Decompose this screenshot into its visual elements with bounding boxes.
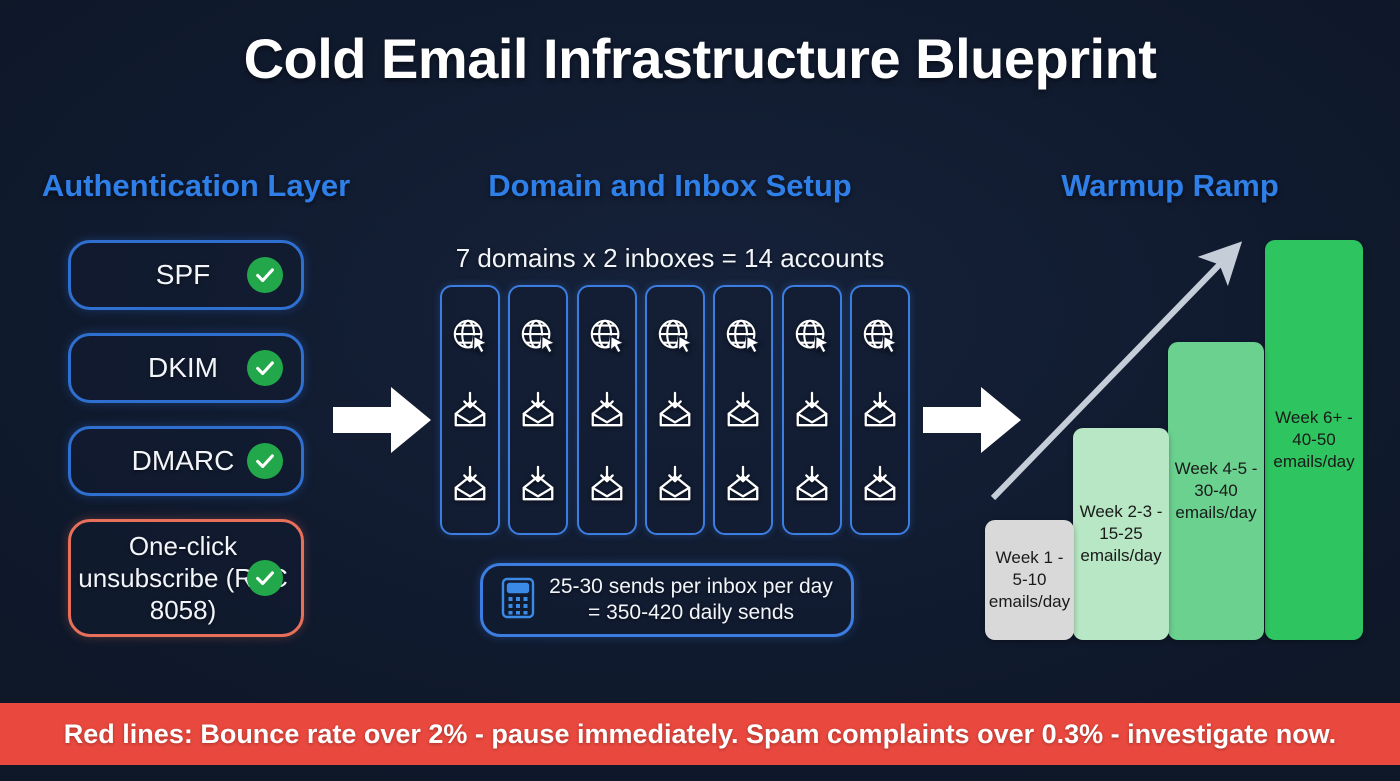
ramp-bar-label: Week 4-5 - 30-40 emails/day [1174, 459, 1258, 522]
inbox-download-icon [724, 465, 762, 503]
globe-cursor-icon [588, 317, 626, 355]
ramp-bar-label: Week 6+ - 40-50 emails/day [1273, 408, 1355, 471]
inbox-download-icon [793, 465, 831, 503]
auth-item-label: DMARC [131, 444, 235, 476]
domain-column[interactable] [644, 285, 705, 535]
auth-item-spf[interactable]: SPF [68, 240, 304, 310]
daily-sends-line1: 25-30 sends per inbox per day [549, 574, 833, 598]
daily-sends-note[interactable]: 25-30 sends per inbox per day = 350-420 … [480, 563, 854, 637]
ramp-bars-group: Week 1 - 5-10 emails/day Week 2-3 - 15-2… [985, 240, 1363, 640]
ramp-bar-week-1[interactable]: Week 1 - 5-10 emails/day [985, 520, 1074, 640]
inbox-download-icon [724, 391, 762, 429]
check-circle-icon [247, 350, 283, 386]
inbox-download-icon [451, 391, 489, 429]
inbox-download-icon [519, 465, 557, 503]
daily-sends-text: 25-30 sends per inbox per day = 350-420 … [549, 574, 833, 627]
section-heading-authentication: Authentication Layer [41, 168, 351, 203]
arrow-right-icon [333, 385, 431, 455]
inbox-download-icon [519, 391, 557, 429]
globe-cursor-icon [724, 317, 762, 355]
auth-item-dmarc[interactable]: DMARC [68, 426, 304, 496]
inbox-download-icon [588, 391, 626, 429]
domain-column[interactable] [440, 285, 500, 535]
globe-cursor-icon [519, 317, 557, 355]
ramp-bar-week-2-3[interactable]: Week 2-3 - 15-25 emails/day [1073, 428, 1169, 640]
ramp-bar-label: Week 1 - 5-10 emails/day [988, 548, 1071, 611]
auth-item-label: DKIM [148, 351, 218, 383]
inbox-download-icon [861, 391, 899, 429]
auth-item-label: SPF [155, 258, 211, 290]
globe-cursor-icon [861, 317, 899, 355]
globe-cursor-icon [451, 317, 489, 355]
domain-column[interactable] [508, 285, 569, 535]
ramp-bar-label: Week 2-3 - 15-25 emails/day [1079, 502, 1163, 565]
auth-item-one-click-unsubscribe[interactable]: One-click unsubscribe (RFC 8058) [68, 519, 304, 637]
section-heading-warmup-ramp: Warmup Ramp [1061, 168, 1279, 203]
check-circle-icon [247, 257, 283, 293]
domain-formula-text: 7 domains x 2 inboxes = 14 accounts [455, 243, 885, 273]
inbox-download-icon [861, 465, 899, 503]
globe-cursor-icon [656, 317, 694, 355]
red-lines-banner: Red lines: Bounce rate over 2% - pause i… [0, 703, 1400, 765]
auth-item-dkim[interactable]: DKIM [68, 333, 304, 403]
check-circle-icon [247, 443, 283, 479]
calculator-icon [501, 577, 535, 624]
ramp-bar-week-4-5[interactable]: Week 4-5 - 30-40 emails/day [1168, 342, 1264, 640]
inbox-download-icon [588, 465, 626, 503]
section-heading-domain-inbox: Domain and Inbox Setup [488, 168, 852, 203]
globe-cursor-icon [793, 317, 831, 355]
domain-column[interactable] [849, 285, 910, 535]
domain-column[interactable] [576, 285, 637, 535]
domain-column[interactable] [781, 285, 842, 535]
inbox-download-icon [451, 465, 489, 503]
banner-text: Red lines: Bounce rate over 2% - pause i… [63, 718, 1337, 749]
domain-column[interactable] [713, 285, 774, 535]
page-title: Cold Email Infrastructure Blueprint [243, 27, 1157, 90]
inbox-download-icon [656, 465, 694, 503]
domain-columns-grid [440, 285, 910, 535]
check-circle-icon [247, 560, 283, 596]
daily-sends-line2: = 350-420 daily sends [587, 601, 795, 624]
warmup-ramp-chart: Week 1 - 5-10 emails/day Week 2-3 - 15-2… [985, 240, 1363, 640]
ramp-bar-week-6-plus[interactable]: Week 6+ - 40-50 emails/day [1265, 240, 1363, 640]
inbox-download-icon [793, 391, 831, 429]
inbox-download-icon [656, 391, 694, 429]
